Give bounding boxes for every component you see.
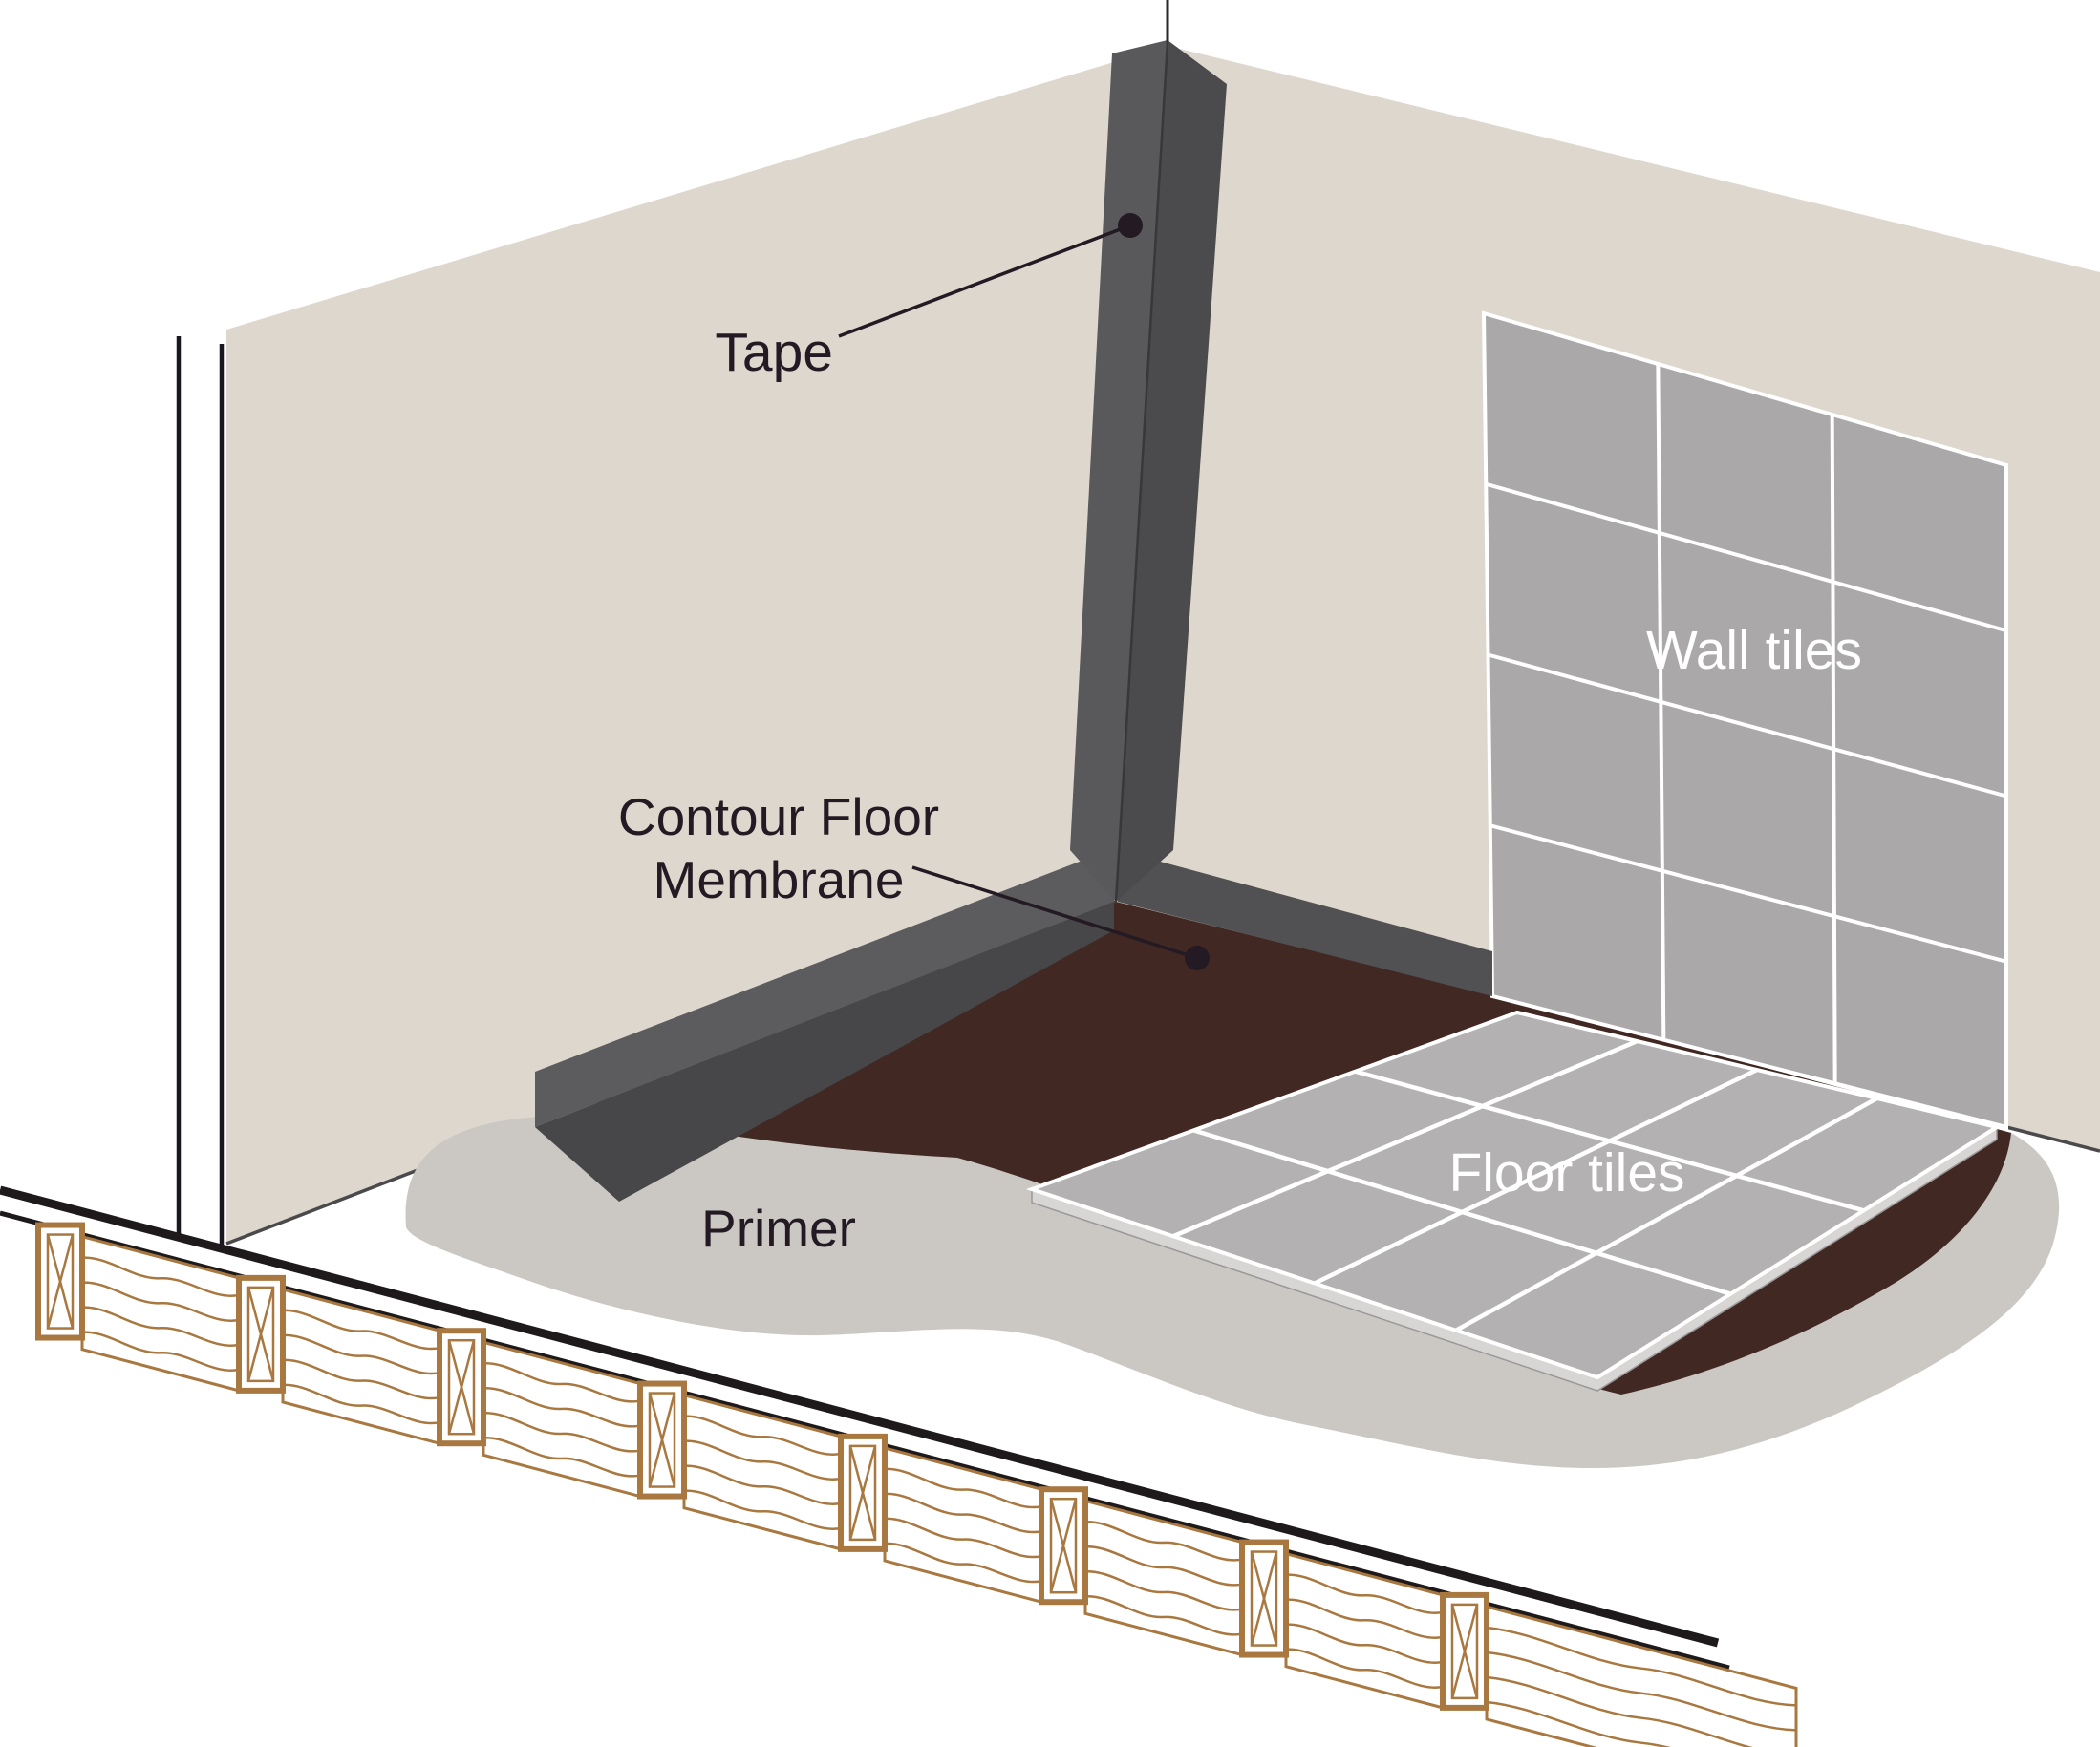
joist-x-brace <box>1450 1604 1479 1699</box>
joist-end-face-inner <box>648 1392 676 1488</box>
membrane-leader-dot <box>1185 946 1210 970</box>
wood-grain-line <box>482 1437 641 1478</box>
wood-grain-line <box>1285 1573 1444 1614</box>
wood-grain-line <box>1486 1626 1797 1707</box>
joist-x-brace <box>246 1287 275 1382</box>
wall-tiles-label: Wall tiles <box>1646 620 1862 681</box>
wood-grain-line <box>1084 1570 1243 1611</box>
primer-label: Primer <box>701 1199 856 1258</box>
wood-grain-line <box>282 1333 440 1375</box>
joist-side-face <box>1485 1605 1798 1747</box>
wood-grain-line <box>482 1387 641 1428</box>
joist <box>236 1274 441 1446</box>
membrane-leader-line <box>911 865 1198 960</box>
wall-tile-grout-horizontal <box>1485 481 2007 633</box>
joist <box>838 1433 1043 1605</box>
skirt-tape-left-wall-face <box>535 848 1114 1127</box>
wood-grain-line <box>282 1309 440 1351</box>
joist-x-brace <box>46 1234 75 1329</box>
wood-grain-line <box>884 1467 1042 1509</box>
wood-grain-line <box>482 1362 641 1403</box>
wood-grain-line <box>282 1383 440 1425</box>
wood-grain-line <box>1084 1521 1243 1562</box>
membrane-label-line2: Membrane <box>654 850 905 909</box>
wood-grain-line <box>884 1517 1042 1559</box>
floor-tiles-label: Floor tiles <box>1448 1142 1684 1204</box>
joist <box>35 1222 241 1393</box>
membrane-label-line1: Contour Floor <box>618 787 939 846</box>
right-wall-base-line <box>2005 1125 2100 1153</box>
wood-grain-line <box>683 1439 842 1481</box>
wood-grain-line <box>282 1358 440 1400</box>
joist-x-brace <box>447 1339 476 1435</box>
joist-end-face-inner <box>46 1233 75 1330</box>
joist-x-brace <box>848 1445 877 1541</box>
joist <box>437 1328 642 1499</box>
joist <box>1239 1539 1445 1710</box>
wood-grain-line <box>884 1542 1042 1584</box>
wood-grain-line <box>1084 1545 1243 1587</box>
joist <box>1440 1591 1798 1747</box>
joist-x-brace <box>648 1393 676 1487</box>
wall-tile-grout-lines <box>1485 363 2007 1084</box>
corner-tape-left-face <box>1070 40 1168 902</box>
joist-end-face-inner <box>246 1286 275 1383</box>
skirt-tape-left-floor-fold <box>535 902 1114 1202</box>
floor-tile-grout-line <box>1454 1097 1878 1332</box>
wall-tile-grout-horizontal <box>1489 823 2007 964</box>
wood-grain-line <box>1285 1598 1444 1639</box>
floor-tile-grout-line <box>1192 1128 1731 1296</box>
joist-x-brace <box>1250 1551 1278 1646</box>
wood-grain-line <box>81 1281 240 1322</box>
wood-grain-line <box>683 1464 842 1505</box>
joist-end-face-inner <box>447 1338 476 1436</box>
wood-grain-line <box>1084 1595 1243 1636</box>
tape-leader-dot <box>1118 213 1143 238</box>
joist-x-brace <box>1049 1498 1078 1593</box>
subfloor-edge-top <box>0 1185 1720 1648</box>
corner-tape <box>1070 0 1227 903</box>
wood-grain-line <box>683 1489 842 1530</box>
corner-crease-line <box>1114 41 1169 903</box>
floor-joists <box>35 1222 1798 1747</box>
wood-grain-line <box>1285 1648 1444 1689</box>
joist <box>1039 1486 1244 1657</box>
skirt-tape-right-wall-face <box>1118 850 1492 996</box>
wood-grain-line <box>81 1256 240 1297</box>
joist-end-face-inner <box>848 1444 877 1542</box>
floor-tile-grout-line <box>1172 1038 1639 1239</box>
floor-tiles-slab <box>1025 1010 2003 1392</box>
wall-tile-grout-horizontal <box>1487 652 2007 799</box>
tape-label: Tape <box>715 322 833 383</box>
wood-grain-line <box>1486 1700 1671 1747</box>
joist-end-face-inner <box>1250 1550 1278 1647</box>
wood-grain-line <box>81 1306 240 1347</box>
wood-grain-line <box>1486 1651 1797 1732</box>
floor-tile-grout-line <box>1314 1067 1758 1286</box>
wood-grain-line <box>482 1412 641 1453</box>
joist-end-face-inner <box>1450 1603 1479 1700</box>
wood-grain-line <box>884 1492 1042 1534</box>
corner-tape-right-face <box>1116 40 1227 902</box>
floor-tile-grout-line <box>1355 1069 1865 1213</box>
wood-grain-line <box>683 1415 842 1456</box>
joist-end-face-inner <box>1049 1497 1078 1594</box>
wood-grain-line <box>81 1331 240 1372</box>
floor-tile-grout-lines <box>1172 1038 1878 1332</box>
wood-grain-line <box>1285 1623 1444 1664</box>
wall-tiles-panel <box>1481 310 2008 1130</box>
joist <box>637 1380 843 1551</box>
joist-end-face <box>236 1274 286 1394</box>
tape-leader-line <box>838 224 1131 338</box>
